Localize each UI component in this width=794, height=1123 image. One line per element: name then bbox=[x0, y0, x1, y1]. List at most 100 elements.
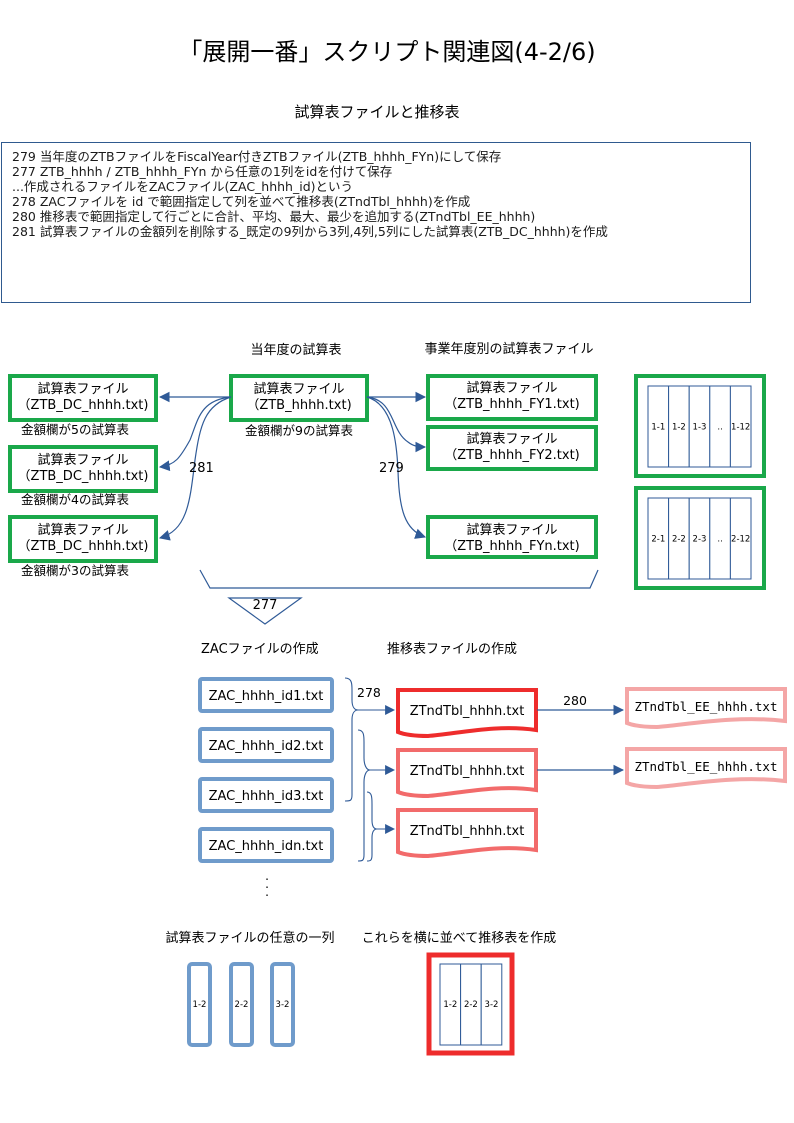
description-line: 277 ZTB_hhhh / ZTB_hhhh_FYn から任意の1列をidを付… bbox=[12, 164, 393, 179]
step-label-277: 277 bbox=[253, 598, 278, 613]
arrow-to-fyn bbox=[366, 396, 427, 539]
single-column-label: 1-2 bbox=[193, 1000, 207, 1010]
ellipsis-dots: . bbox=[265, 869, 269, 883]
single-column-label: 2-2 bbox=[235, 1000, 249, 1010]
label-trend-creation: 推移表ファイルの作成 bbox=[387, 642, 517, 657]
file-line1: 試算表ファイル bbox=[37, 522, 128, 538]
description-line: 280 推移表で範囲指定して行ごとに合計、平均、最大、最少を追加する(ZTndT… bbox=[12, 209, 536, 224]
arrows-280 bbox=[537, 704, 625, 776]
ee-file-name: ZTndTbl_EE_hhhh.txt bbox=[635, 759, 778, 774]
step-label-278: 278 bbox=[357, 685, 381, 700]
single-column[interactable]: 3-2 bbox=[270, 962, 295, 1047]
arrow-to-fy2 bbox=[366, 396, 427, 453]
fy-file-1[interactable]: 試算表ファイル （ZTB_hhhh_FY1.txt) bbox=[426, 374, 598, 421]
zac-file[interactable]: ZAC_hhhh_id1.txt bbox=[198, 677, 334, 713]
file-line2: （ZTB_hhhh_FYn.txt) bbox=[444, 539, 579, 554]
label-zac-creation: ZACファイルの作成 bbox=[201, 642, 319, 657]
braces-278 bbox=[344, 677, 395, 862]
zac-file[interactable]: ZAC_hhhh_idn.txt bbox=[198, 827, 334, 863]
funnel-277-icon bbox=[227, 597, 303, 625]
ee-file-shape bbox=[625, 747, 787, 790]
label-current-year: 当年度の試算表 bbox=[250, 342, 341, 358]
column-cell-label: 1-3 bbox=[693, 423, 707, 433]
dc-file-caption: 金額欄が4の試算表 bbox=[21, 492, 129, 507]
fy-file-2[interactable]: 試算表ファイル （ZTB_hhhh_FY2.txt) bbox=[426, 425, 598, 471]
description-box: 279 当年度のZTBファイルをFiscalYear付きZTBファイル(ZTB_… bbox=[1, 142, 751, 303]
description-line: ...作成されるファイルをZACファイル(ZAC_hhhh_id)という bbox=[12, 179, 354, 194]
trend-file-name: ZTndTbl_hhhh.txt bbox=[410, 764, 525, 779]
file-line2: （ZTB_hhhh.txt) bbox=[246, 398, 351, 413]
zac-file[interactable]: ZAC_hhhh_id3.txt bbox=[198, 777, 334, 813]
dc-file-caption: 金額欄が3の試算表 bbox=[21, 563, 129, 578]
brace-3 bbox=[366, 791, 378, 862]
trend-file[interactable]: ZTndTbl_hhhh.txt bbox=[396, 808, 538, 859]
trend-files: ZTndTbl_hhhh.txtZTndTbl_hhhh.txtZTndTbl_… bbox=[396, 688, 538, 859]
step-label-280: 280 bbox=[563, 693, 587, 708]
label-arrange-side: これらを横に並べて推移表を作成 bbox=[362, 931, 556, 946]
trend-file-shape bbox=[396, 748, 538, 799]
fy-file-n[interactable]: 試算表ファイル （ZTB_hhhh_FYn.txt) bbox=[426, 515, 598, 559]
ellipsis-dots: . bbox=[265, 877, 269, 891]
file-line1: 試算表ファイル bbox=[466, 431, 557, 447]
column-cell-label: 2-12 bbox=[731, 535, 750, 545]
description-line: 278 ZACファイルを id で範囲指定して列を並べて推移表(ZTndTbl_… bbox=[12, 194, 471, 209]
zac-file-name: ZAC_hhhh_id1.txt bbox=[209, 689, 324, 704]
ee-file[interactable]: ZTndTbl_EE_hhhh.txt bbox=[625, 747, 787, 790]
page-subtitle: 試算表ファイルと推移表 bbox=[294, 103, 459, 121]
dc-file-4[interactable]: 試算表ファイル （ZTB_DC_hhhh.txt) bbox=[8, 445, 158, 493]
ee-file-shape bbox=[625, 687, 787, 730]
label-by-fiscal-year: 事業年度別の試算表ファイル bbox=[424, 341, 593, 357]
arrow-to-dc4 bbox=[158, 396, 232, 472]
dc-file-3[interactable]: 試算表ファイル （ZTB_DC_hhhh.txt) bbox=[8, 515, 158, 563]
zac-file-name: ZAC_hhhh_id3.txt bbox=[209, 789, 324, 804]
trend-file[interactable]: ZTndTbl_hhhh.txt bbox=[396, 688, 538, 739]
single-column-label: 3-2 bbox=[276, 1000, 290, 1010]
column-cell-label: 1-2 bbox=[672, 423, 686, 433]
single-columns: 1-2 2-2 3-2 bbox=[187, 962, 295, 1047]
single-column[interactable]: 2-2 bbox=[229, 962, 254, 1047]
file-line1: 試算表ファイル bbox=[466, 522, 557, 538]
trend-file-shape bbox=[396, 688, 538, 739]
zac-file-name: ZAC_hhhh_idn.txt bbox=[209, 839, 324, 854]
arrows-281 bbox=[158, 391, 232, 541]
trend-file-shape bbox=[396, 808, 538, 859]
single-column[interactable]: 1-2 bbox=[187, 962, 212, 1047]
trend-file[interactable]: ZTndTbl_hhhh.txt bbox=[396, 748, 538, 799]
center-file-caption: 金額欄が9の試算表 bbox=[245, 423, 353, 438]
column-cell bbox=[729, 497, 752, 580]
zac-file-name: ZAC_hhhh_id2.txt bbox=[209, 739, 324, 754]
column-cell bbox=[729, 385, 752, 468]
description-line: 279 当年度のZTBファイルをFiscalYear付きZTBファイル(ZTB_… bbox=[12, 149, 502, 164]
file-line1: 試算表ファイル bbox=[466, 380, 557, 396]
trend-file-name: ZTndTbl_hhhh.txt bbox=[410, 704, 525, 719]
column-cell-label: .. bbox=[717, 423, 722, 433]
file-line1: 試算表ファイル bbox=[37, 452, 128, 468]
description-line: 281 試算表ファイルの金額列を削除する_既定の9列から3列,4列,5列にした試… bbox=[12, 224, 608, 239]
file-line2: （ZTB_DC_hhhh.txt) bbox=[18, 398, 149, 413]
dc-file-5[interactable]: 試算表ファイル （ZTB_DC_hhhh.txt) bbox=[8, 374, 158, 422]
zac-files: ZAC_hhhh_id1.txtZAC_hhhh_id2.txtZAC_hhhh… bbox=[198, 677, 334, 863]
column-cell-label: 2-2 bbox=[672, 535, 686, 545]
step-label-281: 281 bbox=[189, 461, 214, 476]
combined-cell bbox=[480, 963, 503, 1046]
page-title: 「展開一番」スクリプト関連図(4-2/6) bbox=[178, 38, 595, 66]
file-line1: 試算表ファイル bbox=[253, 381, 344, 397]
file-line2: （ZTB_DC_hhhh.txt) bbox=[18, 469, 149, 484]
ee-file[interactable]: ZTndTbl_EE_hhhh.txt bbox=[625, 687, 787, 730]
ellipsis-dots: . bbox=[265, 885, 269, 899]
bracket-277 bbox=[199, 569, 599, 589]
step-label-279: 279 bbox=[379, 461, 404, 476]
trend-file-name: ZTndTbl_hhhh.txt bbox=[410, 824, 525, 839]
file-line2: （ZTB_hhhh_FY1.txt) bbox=[444, 397, 580, 412]
column-cell-label: 1-12 bbox=[731, 423, 750, 433]
dc-file-caption: 金額欄が5の試算表 bbox=[21, 422, 129, 437]
center-trial-balance-file[interactable]: 試算表ファイル （ZTB_hhhh.txt) bbox=[229, 374, 369, 422]
zac-file[interactable]: ZAC_hhhh_id2.txt bbox=[198, 727, 334, 763]
column-cell-label: 2-1 bbox=[651, 535, 665, 545]
